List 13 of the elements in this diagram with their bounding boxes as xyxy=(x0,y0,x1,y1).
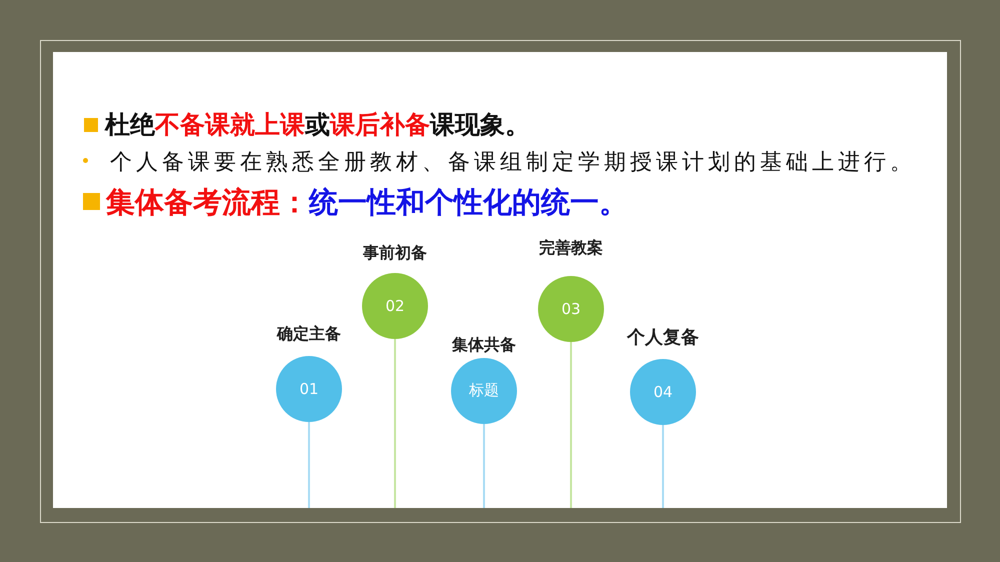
section-heading: 集体备考流程：统一性和个性化的统一。 xyxy=(106,184,628,220)
stem-line xyxy=(308,422,310,508)
step-heading: 完善教案 xyxy=(538,238,604,258)
step-heading: 事前初备 xyxy=(362,243,428,263)
step-heading: 确定主备 xyxy=(276,324,342,344)
stem-line xyxy=(394,339,396,508)
stem-line xyxy=(483,424,485,508)
stem-line xyxy=(570,342,572,508)
step-heading: 个人复备 xyxy=(626,327,700,349)
bullet-point: 个人备课要在熟悉全册教材、备课组制定学期授课计划的基础上进行。 xyxy=(110,150,916,176)
bullet-point: 杜绝不备课就上课或课后补备课现象。 xyxy=(105,110,530,140)
step-heading: 集体共备 xyxy=(450,335,517,355)
stem-line xyxy=(662,425,664,508)
